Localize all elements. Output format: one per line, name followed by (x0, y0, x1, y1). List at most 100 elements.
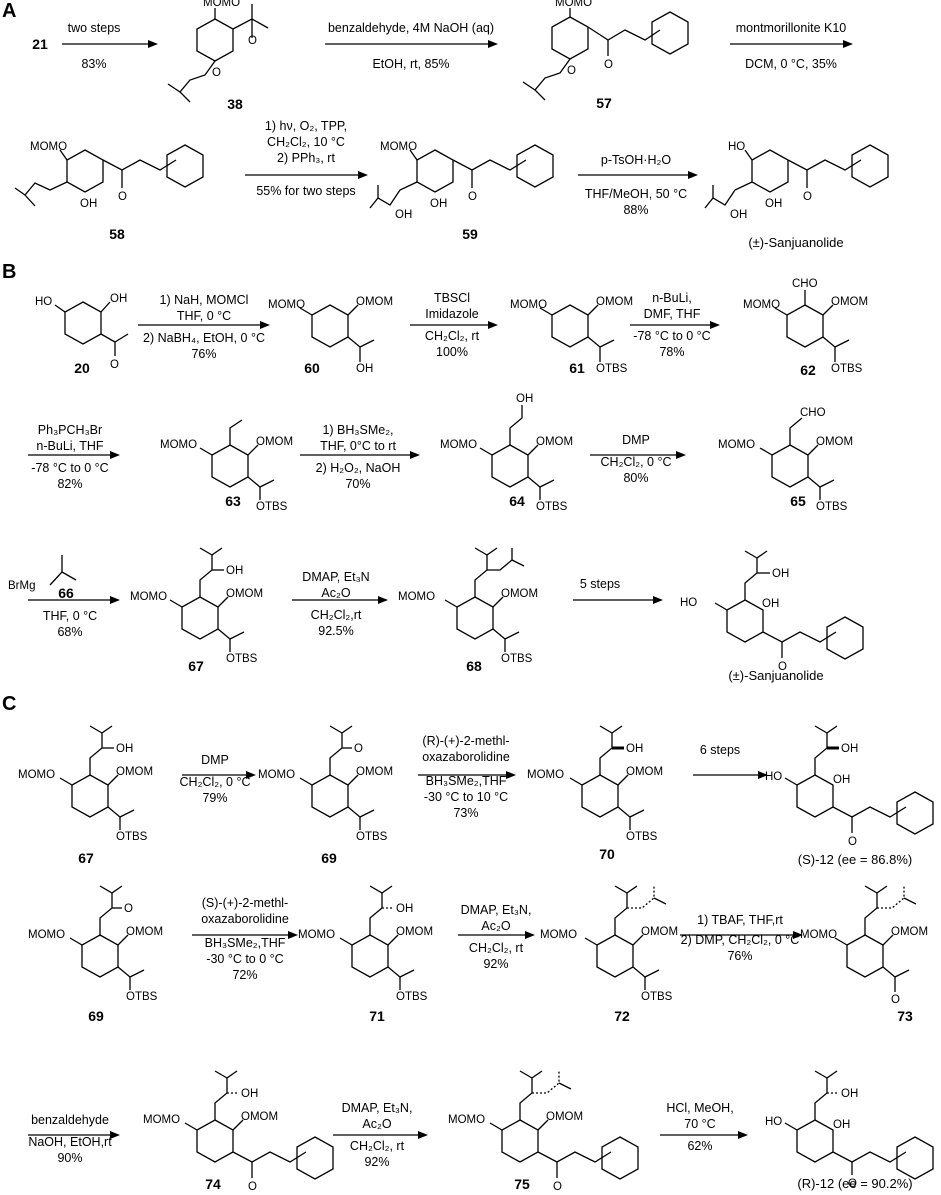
cond-a1-top: two steps (67, 21, 121, 35)
svg-text:OH: OH (833, 1119, 850, 1131)
cond-a1-bot: 83% (81, 57, 107, 71)
svg-text:OMOM: OMOM (501, 588, 538, 600)
svg-text:OTBS: OTBS (536, 501, 568, 513)
compound-57: 57 (596, 95, 612, 111)
product-sanjuanolide-b: (±)-Sanjuanolide (728, 668, 824, 683)
compound-68: 68 (466, 658, 482, 674)
compound-69: 69 (321, 850, 337, 866)
svg-text:BrMg: BrMg (8, 580, 35, 592)
svg-text:OMOM: OMOM (546, 1111, 583, 1123)
svg-text:OH: OH (730, 209, 747, 221)
svg-text:MOMO: MOMO (540, 929, 577, 941)
panel-label-a: A (2, 0, 17, 22)
svg-text:OH: OH (356, 363, 373, 375)
compound-38: 38 (227, 96, 243, 112)
svg-text:O: O (778, 661, 787, 673)
svg-text:OMOM: OMOM (816, 436, 853, 448)
cond-b9: 5 steps (579, 577, 621, 591)
compound-64: 64 (509, 493, 525, 509)
cond-a3-top: montmorillonite K10 (735, 21, 847, 35)
svg-text:O: O (848, 1178, 857, 1190)
cond-c9: HCl, MeOH,70 °C 62% (666, 1101, 734, 1153)
svg-text:OTBS: OTBS (831, 363, 863, 375)
structure-75: MOMO OMOM O (448, 1070, 639, 1193)
svg-text:OTBS: OTBS (226, 653, 258, 665)
svg-text:MOMO: MOMO (555, 0, 592, 9)
structure-66: BrMg (8, 555, 77, 592)
cond-c4: (S)-(+)-2-methl-oxazaborolidine BH₃SMe₂,… (201, 896, 289, 982)
svg-text:MOMO: MOMO (28, 929, 65, 941)
panel-label-c: C (2, 693, 17, 715)
compound-61: 61 (569, 360, 585, 376)
svg-text:MOMO: MOMO (718, 439, 755, 451)
svg-text:OMOM: OMOM (356, 766, 393, 778)
svg-text:OH: OH (841, 1088, 858, 1100)
svg-text:OH: OH (841, 743, 858, 755)
svg-text:O: O (110, 359, 119, 371)
compound-67-c: 67 (78, 850, 94, 866)
svg-text:OH: OH (241, 1088, 258, 1100)
svg-text:MOMO: MOMO (143, 1114, 180, 1126)
svg-text:O: O (567, 65, 576, 77)
svg-text:OTBS: OTBS (256, 501, 288, 513)
svg-text:O: O (553, 1181, 562, 1193)
compound-21: 21 (32, 36, 48, 52)
product-sanjuanolide-a: (±)-Sanjuanolide (748, 235, 844, 250)
svg-text:OMOM: OMOM (396, 926, 433, 938)
panel-label-b: B (2, 261, 17, 283)
cond-a5-top: p-TsOH·H₂O (600, 153, 672, 167)
cond-a4-bot: 55% for two steps (256, 184, 356, 198)
svg-text:MOMO: MOMO (130, 591, 167, 603)
svg-text:OTBS: OTBS (116, 831, 148, 843)
cond-c2: (R)-(+)-2-methl-oxazaborolidine BH₃SMe₂,… (422, 734, 510, 820)
svg-text:MOMO: MOMO (160, 439, 197, 451)
svg-text:OTBS: OTBS (596, 363, 628, 375)
cond-c3: 6 steps (699, 743, 741, 757)
svg-text:OTBS: OTBS (396, 991, 428, 1003)
svg-text:HO: HO (728, 141, 745, 153)
svg-text:OMOM: OMOM (226, 588, 263, 600)
product-r12: (R)-12 (ee = 90.2%) (797, 1176, 913, 1191)
svg-text:OMOM: OMOM (831, 296, 868, 308)
compound-74: 74 (205, 1176, 221, 1192)
svg-text:MOMO: MOMO (30, 141, 67, 153)
svg-text:OH: OH (430, 198, 447, 210)
svg-text:O: O (354, 743, 363, 755)
svg-text:OH: OH (226, 565, 243, 577)
svg-text:MOMO: MOMO (448, 1114, 485, 1126)
svg-text:OTBS: OTBS (126, 991, 158, 1003)
svg-text:OH: OH (516, 393, 533, 405)
cond-a2-bot: EtOH, rt, 85% (372, 57, 450, 71)
svg-text:MOMO: MOMO (440, 439, 477, 451)
compound-71: 71 (369, 1008, 385, 1024)
svg-text:OMOM: OMOM (126, 926, 163, 938)
svg-text:MOMO: MOMO (743, 299, 780, 311)
compound-20: 20 (74, 360, 90, 376)
svg-text:HO: HO (35, 296, 52, 308)
svg-text:MOMO: MOMO (258, 769, 295, 781)
svg-text:MOMO: MOMO (527, 769, 564, 781)
svg-text:O: O (248, 35, 257, 47)
compound-67: 67 (188, 658, 204, 674)
